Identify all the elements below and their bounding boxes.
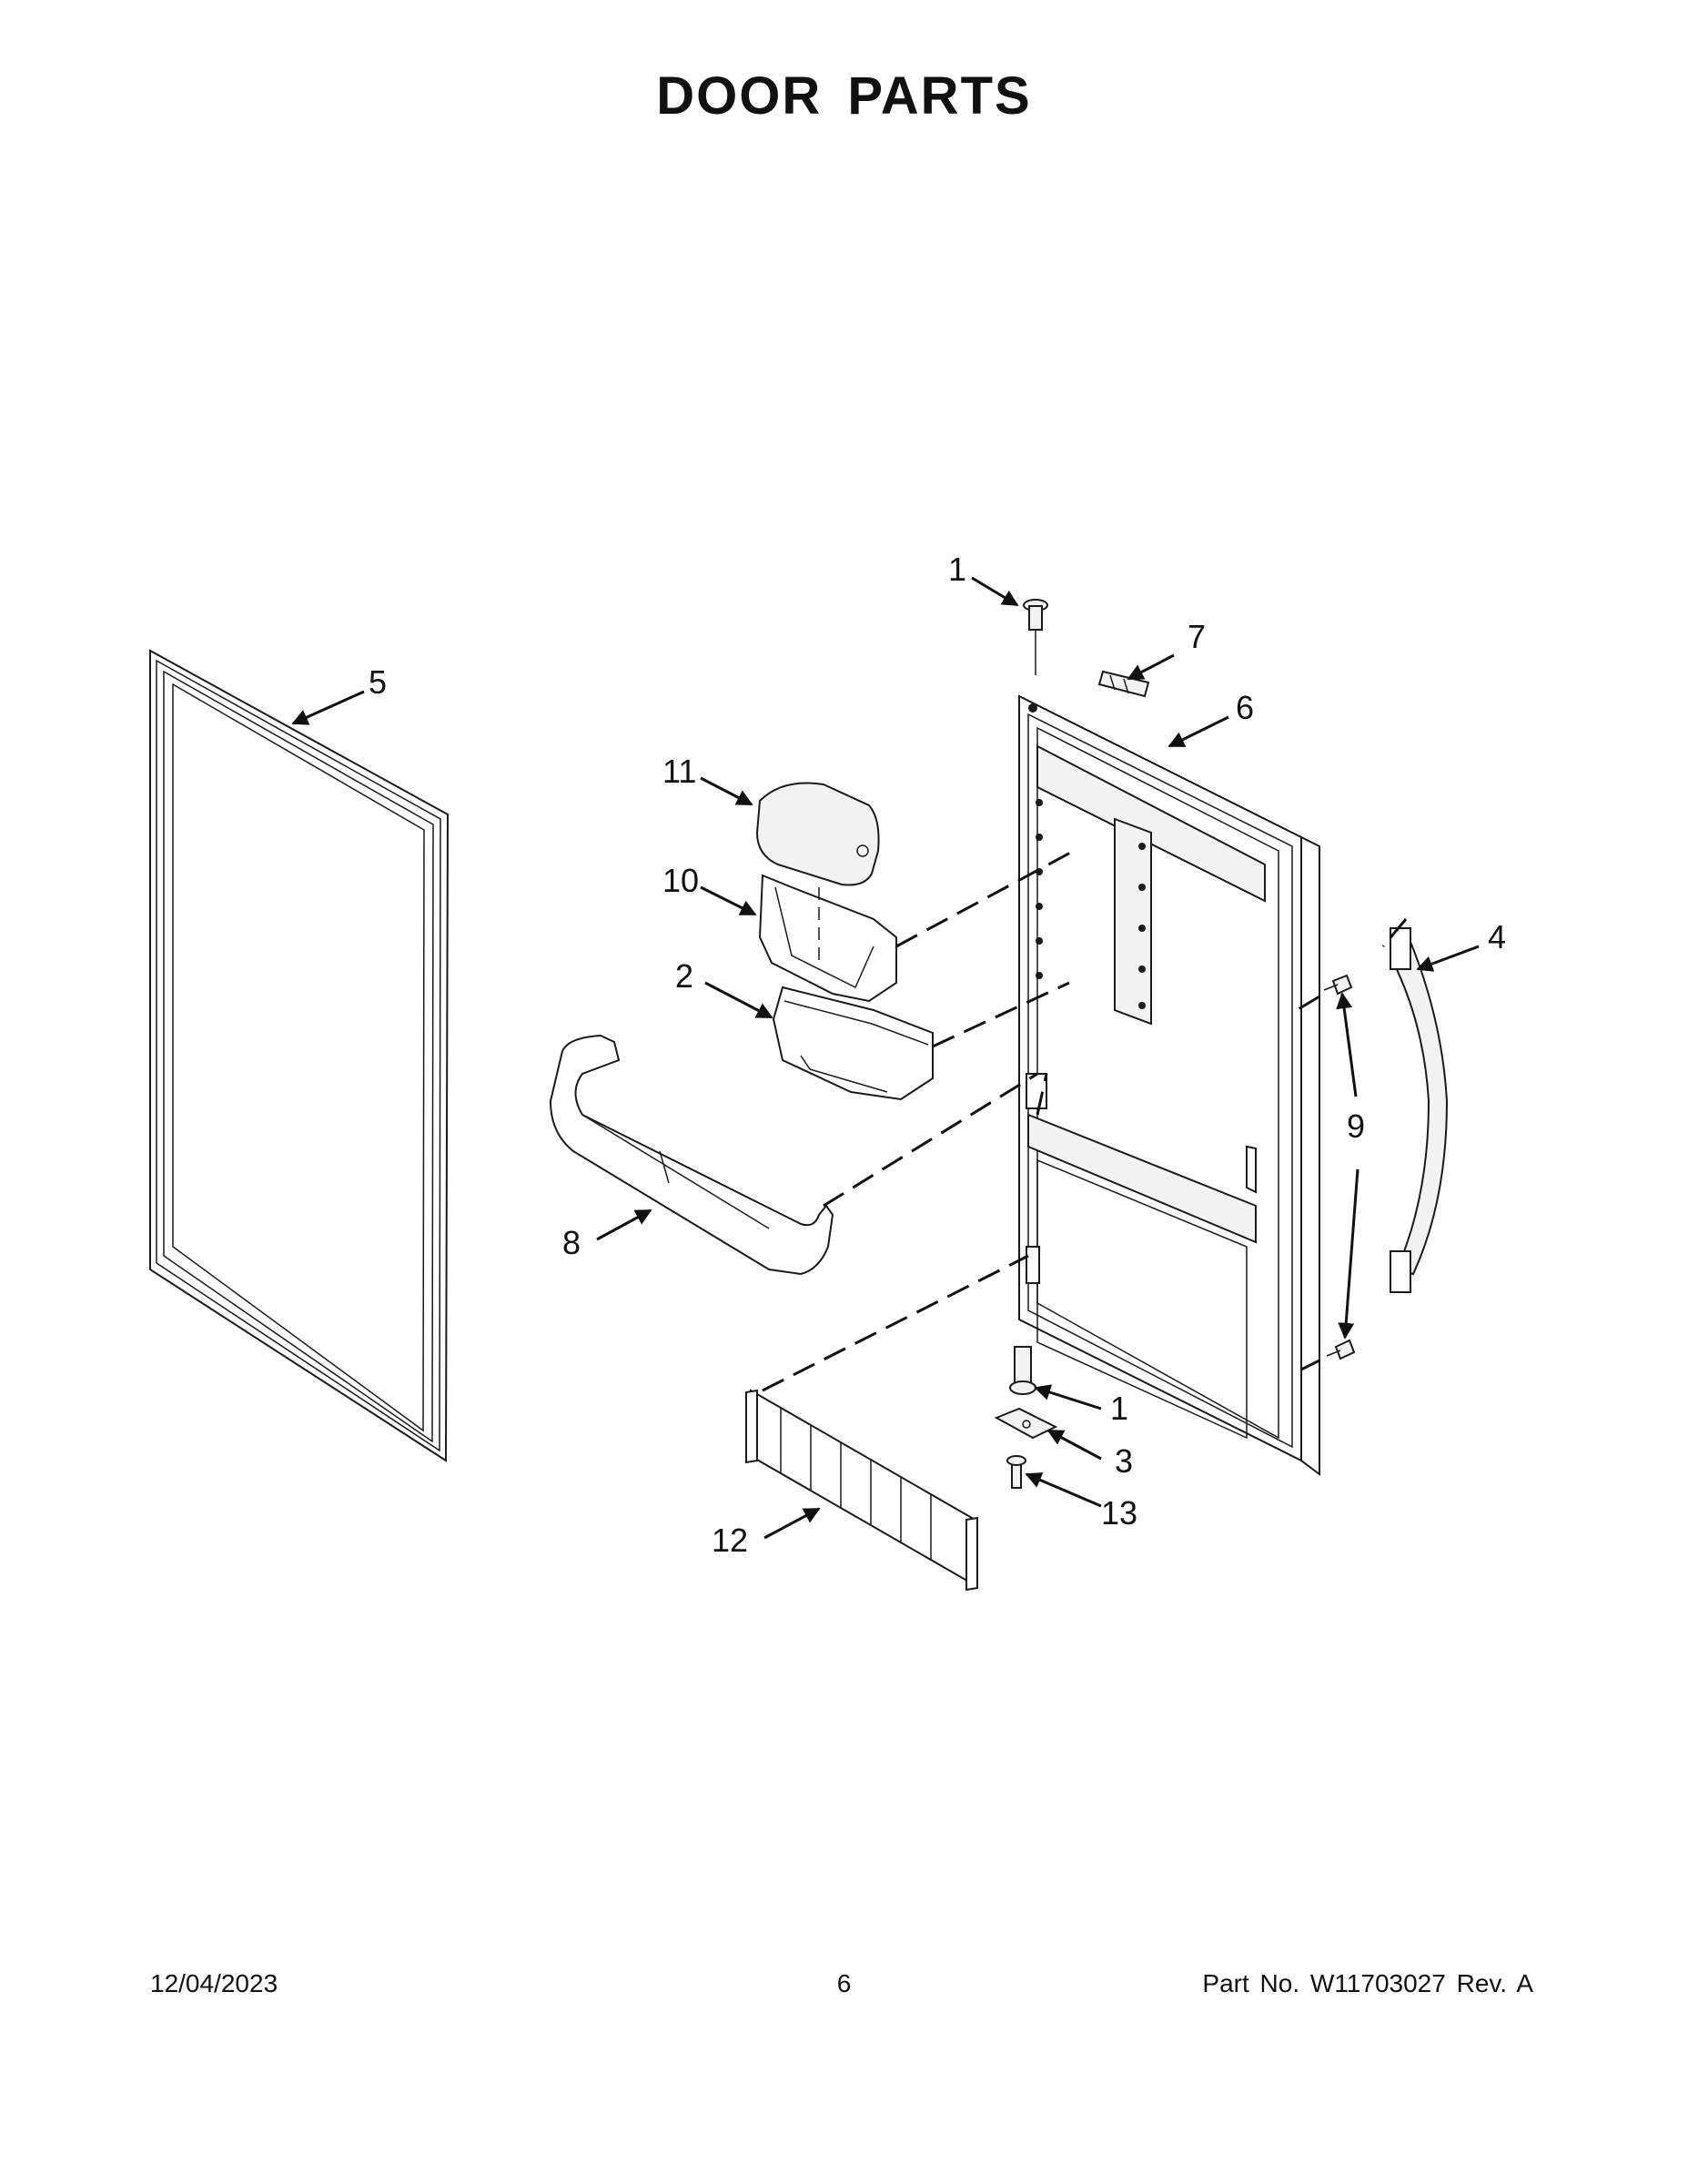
- hinge-cover-clip: [1097, 670, 1150, 698]
- hinge-bushing-bottom: [1009, 1346, 1036, 1395]
- callout-2: 2: [675, 957, 693, 995]
- callout-6: 6: [1236, 689, 1254, 726]
- hinge-bushing-top: [1023, 599, 1048, 675]
- door-basket: [745, 1389, 978, 1592]
- page-title: DOOR PARTS: [656, 66, 1032, 126]
- hinge-screw: [1006, 1455, 1026, 1489]
- handle-screw-bottom: [1326, 1339, 1356, 1360]
- door-handle: [1390, 927, 1449, 1293]
- door-shelf-rail: [549, 1034, 834, 1276]
- callout-11: 11: [662, 753, 696, 790]
- callout-5: 5: [369, 663, 387, 701]
- footer-date: 12/04/2023: [150, 1969, 278, 1997]
- callout-3: 3: [1115, 1442, 1133, 1480]
- leader-arrows: [291, 576, 1480, 1540]
- dairy-bin: [758, 874, 897, 1003]
- handle-screw-top: [1323, 974, 1353, 996]
- footer-part-number: Part No. W11703027 Rev. A: [1202, 1969, 1533, 1997]
- dairy-door-cover: [755, 782, 880, 886]
- callout-1-bottom: 1: [1110, 1390, 1128, 1427]
- assembly-lines: [762, 849, 1408, 1392]
- callout-9: 9: [1347, 1107, 1365, 1145]
- callout-1-top: 1: [948, 551, 966, 588]
- callout-12: 12: [712, 1522, 748, 1559]
- door-gasket: [149, 649, 450, 1462]
- callout-8: 8: [562, 1224, 581, 1261]
- callout-10: 10: [662, 862, 699, 899]
- callout-13: 13: [1101, 1494, 1137, 1532]
- door-hinge-bracket: [994, 1407, 1058, 1440]
- callout-labels: 1 7 6 5 11 10 2 4 9 8 1 3 13 12: [369, 551, 1506, 1559]
- footer-page-number: 6: [836, 1969, 852, 1997]
- door-bin: [772, 986, 934, 1101]
- callout-4: 4: [1488, 918, 1506, 956]
- door-assembly: [1018, 694, 1320, 1476]
- callout-7: 7: [1188, 618, 1206, 655]
